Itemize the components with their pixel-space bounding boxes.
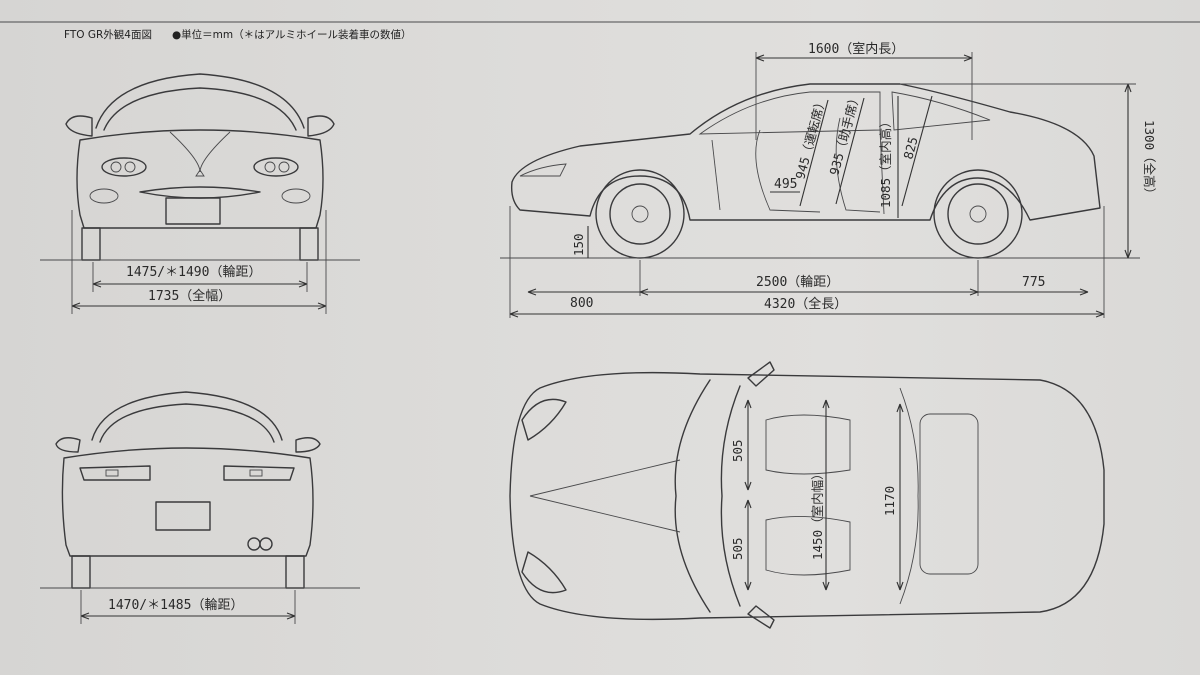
rear-view [40, 391, 360, 624]
front-overhang-label: 800 [570, 296, 593, 311]
side-view [500, 52, 1140, 318]
seat-height-label: 495 [774, 177, 797, 192]
seat-width-upper-label: 505 [730, 439, 745, 462]
front-tread-label: 1475/＊1490（輪距） [126, 264, 261, 280]
diagram-title: FTO GR外観4面図 [64, 28, 152, 41]
overall-width-label: 1735（全幅） [148, 288, 231, 304]
passenger-seat-label: 935（助手席） [826, 91, 863, 177]
seat-width-lower-label: 505 [730, 537, 745, 560]
overall-height-label: 1300（全高） [1142, 120, 1157, 200]
wheelbase-label: 2500（輪距） [756, 274, 839, 290]
overall-length-label: 4320（全長） [764, 296, 847, 312]
unit-note: ●単位＝mm（＊はアルミホイール装着車の数値） [172, 28, 412, 41]
rear-headroom-label: 825 [900, 135, 920, 161]
rear-tread-label: 1470/＊1485（輪距） [108, 597, 243, 613]
driver-seat-label: 945（運転席） [792, 95, 829, 181]
rear-overhang-label: 775 [1022, 275, 1045, 290]
interior-width-label: 1450（室内幅） [810, 467, 825, 560]
interior-height-label: 1085（室内高） [878, 115, 893, 208]
top-view [509, 361, 1105, 629]
interior-length-label: 1600（室内長） [808, 41, 904, 57]
rear-width-label: 1170 [882, 486, 897, 516]
ground-clearance-label: 150 [571, 233, 586, 256]
front-view [40, 73, 360, 314]
